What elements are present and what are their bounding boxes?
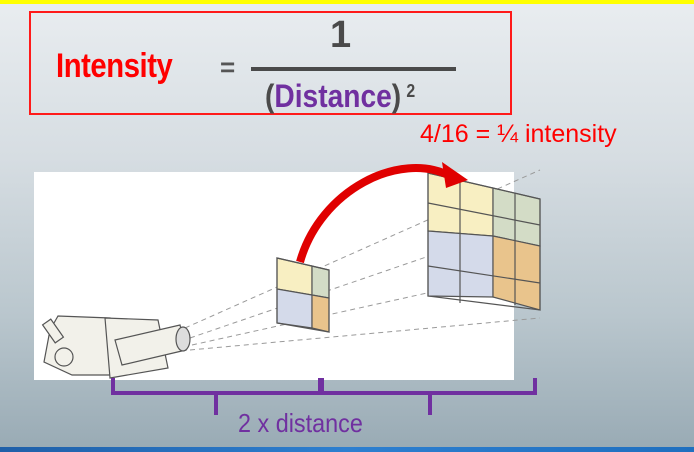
distance-caption: 2 x distance [238, 408, 363, 438]
top-accent-bar [0, 0, 694, 4]
far-grid [427, 172, 541, 311]
close-paren: ) [391, 78, 402, 114]
distance-variable: Distance [274, 78, 392, 114]
formula-equals: = [220, 52, 236, 82]
red-arc-arrow [296, 164, 452, 264]
formula-box [29, 11, 512, 115]
formula-numerator: 1 [330, 14, 352, 56]
formula-denominator: (Distance)2 [265, 78, 415, 115]
distance-braces [111, 378, 537, 415]
projector-icon [41, 315, 191, 379]
arrow-head [442, 162, 468, 188]
intensity-caption: 4/16 = ¼ intensity [420, 120, 617, 148]
exponent: 2 [406, 81, 416, 101]
open-paren: ( [265, 78, 275, 114]
near-grid [276, 257, 330, 333]
fraction-bar [251, 67, 456, 71]
bottom-accent-bar [0, 447, 694, 452]
formula-lhs: Intensity [56, 47, 173, 85]
